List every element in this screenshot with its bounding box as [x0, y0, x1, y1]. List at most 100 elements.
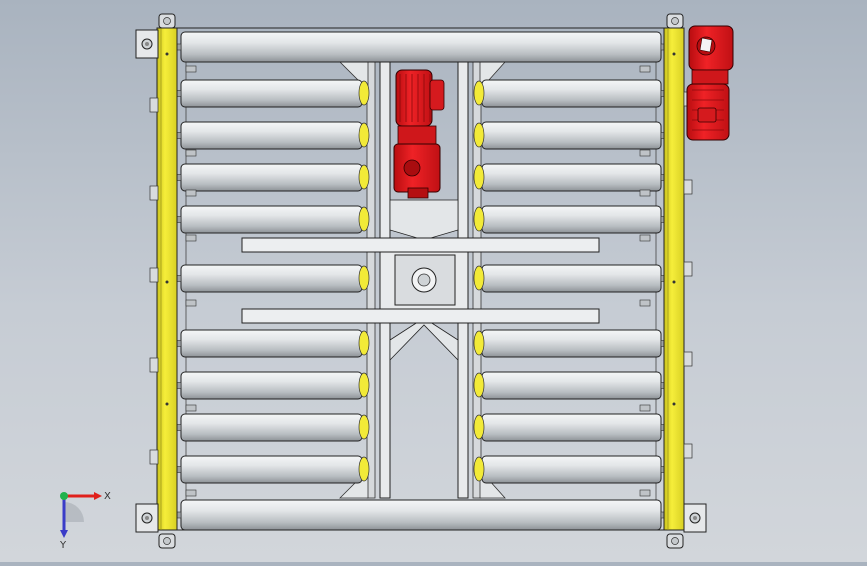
corner-motor-terminal-box: [697, 107, 717, 123]
rail-left-hole-mid: [165, 280, 169, 284]
rail-left-clip-1: [149, 97, 159, 113]
sprocket-right-9: [473, 456, 485, 482]
cap-tr-nut: [671, 17, 679, 25]
center-motor-flange: [397, 125, 437, 145]
roller-left-1-axle-left: [176, 90, 182, 97]
rail-right-clip-4: [683, 351, 693, 367]
roller-full-bottom-axle-left: [176, 511, 182, 519]
roller-right-2: [481, 121, 662, 150]
center-motor-terminal-box: [429, 79, 445, 111]
rail-right-hole-top: [672, 52, 676, 56]
bracket-left-7: [185, 489, 197, 497]
roller-left-2-axle-left: [176, 132, 182, 139]
center-gearbox-base: [407, 187, 429, 199]
bracket-right-2: [639, 149, 651, 157]
roller-left-4-axle-left: [176, 216, 182, 223]
roller-right-9: [481, 455, 662, 484]
sprocket-right-1: [473, 80, 485, 106]
rail-left: [156, 27, 178, 531]
y-axis-dot: [60, 492, 68, 500]
roller-right-6: [481, 329, 662, 358]
roller-right-4: [481, 205, 662, 234]
cross-bar-bottom: [241, 308, 600, 324]
cap-br-nut: [671, 537, 679, 545]
cross-bar-top: [241, 237, 600, 253]
roller-bed: [176, 31, 666, 531]
roller-right-7: [481, 371, 662, 400]
brace-top: [389, 199, 459, 241]
roller-right-1: [481, 79, 662, 108]
roller-left-7: [180, 371, 363, 400]
bracket-right-7: [639, 489, 651, 497]
sprocket-right-2: [473, 122, 485, 148]
roller-left-5: [180, 264, 363, 293]
roller-left-8: [180, 413, 363, 442]
x-axis-arrowhead: [94, 492, 102, 500]
roller-left-3-axle-left: [176, 174, 182, 181]
center-gearbox-output: [403, 159, 421, 177]
rail-left-clip-5: [149, 449, 159, 465]
roller-left-6: [180, 329, 363, 358]
rail-right-clip-5: [683, 443, 693, 459]
bracket-left-6: [185, 404, 197, 412]
sprocket-right-5: [473, 265, 485, 291]
sprocket-right-4: [473, 206, 485, 232]
center-motor-body: [395, 69, 433, 127]
cap-bl-nut: [163, 537, 171, 545]
bracket-right-1: [639, 65, 651, 73]
rail-left-hole-top: [165, 52, 169, 56]
roller-left-2: [180, 121, 363, 150]
x-axis-label: X: [104, 491, 111, 502]
triad-quadrant: [64, 502, 84, 522]
sprocket-left-1: [358, 80, 370, 106]
coordinate-triad: X Y: [46, 482, 116, 552]
sprocket-left-9: [358, 456, 370, 482]
sprocket-right-6: [473, 330, 485, 356]
roller-right-8: [481, 413, 662, 442]
bracket-right-4: [639, 234, 651, 242]
sprocket-left-6: [358, 330, 370, 356]
hub-shaft: [417, 273, 431, 287]
roller-left-5-axle-left: [176, 275, 182, 282]
roller-left-9-axle-left: [176, 466, 182, 473]
roller-left-3: [180, 163, 363, 192]
bracket-left-5: [185, 299, 197, 307]
bracket-left-4: [185, 234, 197, 242]
rail-left-clip-2: [149, 185, 159, 201]
bracket-left-1: [185, 65, 197, 73]
sprocket-left-3: [358, 164, 370, 190]
brace-bottom: [389, 317, 459, 361]
bracket-left-2: [185, 149, 197, 157]
cap-tl-nut: [163, 17, 171, 25]
rail-right-clip-3: [683, 261, 693, 277]
bracket-right-6: [639, 404, 651, 412]
bracket-right-5: [639, 299, 651, 307]
y-axis-label: Y: [59, 540, 67, 551]
sprocket-left-2: [358, 122, 370, 148]
rail-right-hole-low: [672, 402, 676, 406]
roller-right-5: [481, 264, 662, 293]
sprocket-left-5: [358, 265, 370, 291]
sprocket-right-7: [473, 372, 485, 398]
z-axis-arrowhead: [60, 530, 68, 538]
roller-left-7-axle-left: [176, 382, 182, 389]
rail-right: [663, 27, 685, 531]
side-rails: [135, 13, 707, 549]
bracket-right-3: [639, 189, 651, 197]
end-block-tl-bolt-core: [145, 42, 149, 46]
rail-left-hole-low: [165, 402, 169, 406]
end-block-bl-bolt-core: [145, 516, 149, 520]
corner-motor-flange: [691, 69, 729, 85]
roller-left-1: [180, 79, 363, 108]
roller-full-bottom: [180, 499, 662, 531]
gear-motors: [393, 25, 734, 199]
roller-left-4: [180, 205, 363, 234]
roller-left-6-axle-left: [176, 340, 182, 347]
sprocket-left-7: [358, 372, 370, 398]
roller-right-3: [481, 163, 662, 192]
sprocket-right-8: [473, 414, 485, 440]
roller-left-8-axle-left: [176, 424, 182, 431]
rail-left-clip-3: [149, 267, 159, 283]
